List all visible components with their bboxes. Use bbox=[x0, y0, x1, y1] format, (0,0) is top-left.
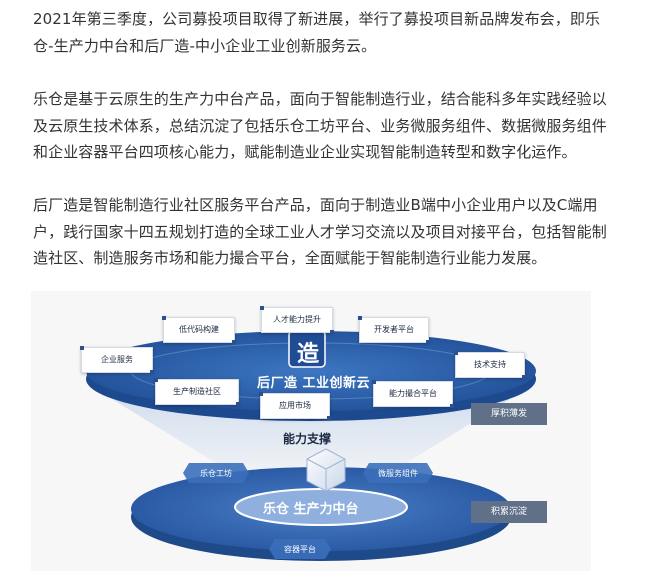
box-developer: 开发者平台 bbox=[358, 316, 430, 344]
paragraph-lecang: 乐仓是基于云原生的生产力中台产品，面向于智能制造行业，结合能科多年实践经验以及云… bbox=[33, 90, 607, 161]
box-lowcode: 低代码构建 bbox=[162, 316, 236, 344]
box-tech: 技术支持 bbox=[454, 351, 526, 379]
logo-char: 造 bbox=[297, 342, 320, 367]
box-community: 生产制造社区 bbox=[154, 378, 240, 406]
hex-microservice bbox=[363, 463, 433, 483]
lower-platform-title: 乐仓 生产力中台 bbox=[263, 502, 359, 517]
hex-microservice-label: 微服务组件 bbox=[378, 469, 418, 478]
upper-platform-title: 后厂造 工业创新云 bbox=[257, 376, 371, 391]
side-label-bottom: 积累沉淀 bbox=[471, 501, 547, 523]
hex-workshop bbox=[183, 463, 249, 483]
platform-diagram: 造 后厂造 工业创新云 低代码构建 人才能力提升 开发者平台 企业服务 技术支持… bbox=[31, 291, 591, 571]
box-market: 应用市场 bbox=[259, 392, 331, 420]
hex-workshop-label: 乐仓工坊 bbox=[200, 469, 232, 478]
side-label-top: 厚积薄发 bbox=[471, 403, 547, 425]
hex-container-label: 容器平台 bbox=[284, 545, 316, 554]
support-label: 能力支撑 bbox=[283, 432, 332, 446]
hex-container bbox=[269, 539, 331, 559]
paragraph-houchangzao: 后厂造是智能制造行业社区服务平台产品，面向于制造业B端中小企业用户以及C端用户，… bbox=[33, 196, 607, 267]
box-enterprise: 企业服务 bbox=[80, 346, 154, 374]
box-talent: 人才能力提升 bbox=[260, 306, 334, 334]
paragraph-intro: 2021年第三季度，公司募投项目取得了新进展，举行了募投项目新品牌发布会，即乐仓… bbox=[33, 10, 601, 55]
box-matching: 能力撮合平台 bbox=[372, 380, 454, 408]
core-ellipse bbox=[234, 488, 408, 526]
